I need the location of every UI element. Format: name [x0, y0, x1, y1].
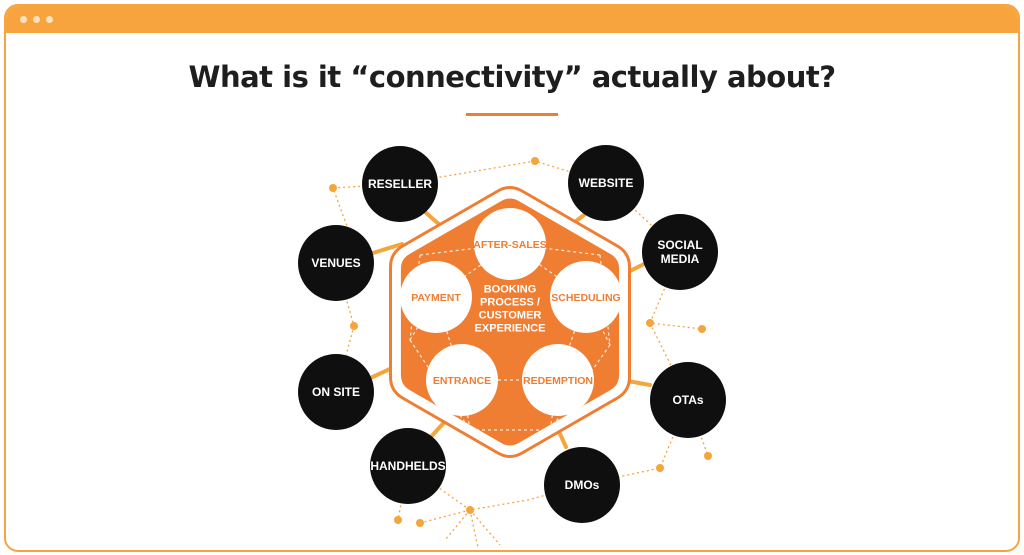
outer-node-label: DMOs: [565, 478, 600, 492]
window-dot-icon: [20, 16, 27, 23]
dotted-connection-line: [419, 509, 471, 524]
inner-node-circle: [550, 261, 622, 333]
dotted-connection-line: [444, 509, 471, 541]
outer-node-label: ON SITE: [312, 385, 360, 399]
outer-node-label: HANDHELDS: [370, 459, 445, 473]
dotted-connection-line: [469, 509, 501, 546]
inner-node-scheduling: SCHEDULING: [550, 261, 622, 333]
inner-node-after-sales: AFTER-SALES: [473, 208, 547, 280]
inner-node-label: PAYMENT: [411, 292, 461, 304]
outer-node-label: WEBSITE: [579, 176, 634, 190]
dotted-connection-line: [407, 465, 583, 511]
outer-node-website: WEBSITE: [568, 145, 644, 221]
inner-node-circle: [474, 208, 546, 280]
inner-node-label: ENTRANCE: [433, 375, 491, 387]
inner-node-redemption: REDEMPTION: [522, 344, 594, 416]
window-titlebar: [6, 6, 1018, 33]
outer-node-reseller: RESELLER: [362, 146, 438, 222]
outer-node-label: MEDIA: [661, 252, 700, 266]
inner-node-circle: [400, 261, 472, 333]
outer-node-circle: [298, 225, 374, 301]
outer-node-on-site: ON SITE: [298, 354, 374, 430]
center-label-line: PROCESS /: [480, 296, 540, 308]
center-label-line: BOOKING: [484, 283, 537, 295]
network-dot: [656, 464, 664, 472]
dotted-connection-line: [397, 465, 409, 521]
center-label-line: CUSTOMER: [479, 309, 542, 321]
window-dot-icon: [46, 16, 53, 23]
network-dot: [350, 322, 358, 330]
network-dot: [704, 452, 712, 460]
network-dot: [329, 184, 337, 192]
outer-node-otas: OTAs: [650, 362, 726, 438]
outer-node-handhelds: HANDHELDS: [370, 428, 446, 504]
window-dot-icon: [33, 16, 40, 23]
outer-node-circle: [642, 214, 718, 290]
center-label-line: EXPERIENCE: [475, 322, 546, 334]
dotted-connection-line: [469, 509, 479, 549]
inner-node-label: REDEMPTION: [523, 375, 593, 387]
outer-node-label: SOCIAL: [657, 238, 702, 252]
network-dot: [466, 506, 474, 514]
outer-node-circle: [650, 362, 726, 438]
outer-node-circle: [298, 354, 374, 430]
inner-node-label: AFTER-SALES: [473, 239, 547, 251]
inner-nodes: AFTER-SALES PAYMENT SCHEDULING ENTRANCE REDE…: [400, 208, 622, 416]
outer-node-label: RESELLER: [368, 177, 432, 191]
network-dot: [646, 319, 654, 327]
title-underline: [466, 113, 558, 116]
outer-node-label: VENUES: [311, 256, 360, 270]
inner-node-entrance: ENTRANCE: [426, 344, 498, 416]
network-dot: [416, 519, 424, 527]
inner-node-label: SCHEDULING: [551, 292, 620, 304]
network-dot: [394, 516, 402, 524]
page-title: What is it “connectivity” actually about…: [188, 60, 836, 94]
network-dot: [698, 325, 706, 333]
inner-node-circle: [522, 344, 594, 416]
outer-node-circle: [362, 146, 438, 222]
outer-node-dmos: DMOs: [544, 447, 620, 523]
outer-node-circle: [568, 145, 644, 221]
outer-node-circle: [544, 447, 620, 523]
inner-node-payment: PAYMENT: [400, 261, 472, 333]
outer-node-label: OTAs: [672, 393, 703, 407]
inner-node-circle: [426, 344, 498, 416]
network-dot: [531, 157, 539, 165]
outer-node-venues: VENUES: [298, 225, 374, 301]
outer-node-circle: [370, 428, 446, 504]
